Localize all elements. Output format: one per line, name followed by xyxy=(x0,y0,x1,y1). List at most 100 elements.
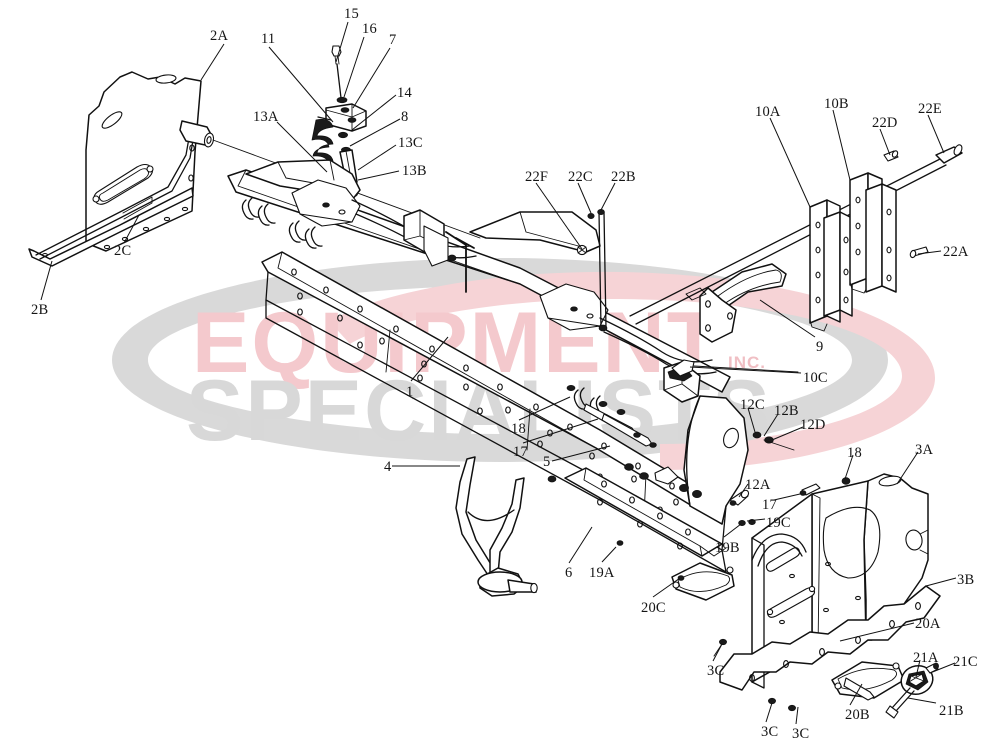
callout-label-1[interactable]: 1 xyxy=(406,384,414,400)
leader-line-18 xyxy=(518,396,571,421)
callout-label-16[interactable]: 16 xyxy=(362,21,377,37)
part-2a-left-end-plate xyxy=(28,71,202,267)
leader-line-2B xyxy=(40,260,53,301)
leader-line-11 xyxy=(268,46,334,123)
callout-label-3A[interactable]: 3A xyxy=(915,442,934,458)
leader-line-22D xyxy=(879,128,891,156)
leader-line-10C xyxy=(689,366,802,374)
callout-label-9[interactable]: 9 xyxy=(816,339,824,355)
callout-label-3Cb[interactable]: 3C xyxy=(761,724,779,740)
callout-label-4[interactable]: 4 xyxy=(384,459,392,475)
callout-label-20B[interactable]: 20B xyxy=(845,707,870,723)
callout-label-21A[interactable]: 21A xyxy=(913,650,939,666)
callout-label-5[interactable]: 5 xyxy=(543,454,551,470)
callout-label-22A[interactable]: 22A xyxy=(943,244,969,260)
leader-line-13C xyxy=(357,144,397,171)
callout-label-13C[interactable]: 13C xyxy=(398,135,423,151)
leader-line-20B xyxy=(849,683,863,706)
leader-line-5 xyxy=(551,445,611,462)
leader-line-2C xyxy=(123,214,140,244)
callout-label-7[interactable]: 7 xyxy=(389,32,397,48)
callout-label-18[interactable]: 18 xyxy=(511,421,526,437)
part-20-shoe-plate-left xyxy=(671,562,735,601)
callout-label-11[interactable]: 11 xyxy=(261,31,276,47)
part-2a-main-slot xyxy=(92,163,154,205)
callout-label-21C[interactable]: 21C xyxy=(953,654,978,670)
callout-label-19C[interactable]: 19C xyxy=(766,515,791,531)
leader-line-3Cc xyxy=(795,706,799,725)
leader-line-10A xyxy=(769,117,811,208)
leader-line-21A xyxy=(915,659,921,678)
leader-line-17b xyxy=(773,493,801,501)
callout-label-17[interactable]: 17 xyxy=(513,444,528,460)
callout-label-3Cc[interactable]: 3C xyxy=(792,726,810,742)
leader-line-14 xyxy=(351,94,397,131)
leader-line-13A xyxy=(276,121,328,173)
callout-label-10A[interactable]: 10A xyxy=(755,104,781,120)
part-21-crank-assembly xyxy=(885,662,939,719)
callout-label-20C[interactable]: 20C xyxy=(641,600,666,616)
callout-label-10B[interactable]: 10B xyxy=(824,96,849,112)
callout-label-22D[interactable]: 22D xyxy=(872,115,898,131)
callout-label-12D[interactable]: 12D xyxy=(800,417,826,433)
leader-line-19B xyxy=(723,523,742,538)
callout-label-12B[interactable]: 12B xyxy=(774,403,799,419)
callout-label-21B[interactable]: 21B xyxy=(939,703,964,719)
leader-line-12C xyxy=(747,407,756,433)
part-18-bolt-right xyxy=(841,477,851,485)
callout-label-18b[interactable]: 18 xyxy=(847,445,862,461)
leader-line-20A xyxy=(839,622,915,642)
part-pivot-tube-left xyxy=(179,120,215,148)
leader-line-3B xyxy=(925,577,957,587)
callout-label-19B[interactable]: 19B xyxy=(715,540,740,556)
callout-label-6[interactable]: 6 xyxy=(565,565,573,581)
leader-line-16 xyxy=(343,36,365,98)
part-10b-push-plate-inner xyxy=(865,183,897,293)
part-6-cutting-edge xyxy=(564,467,727,557)
leader-line-18b xyxy=(844,454,854,480)
part-22-upright-post xyxy=(576,209,608,332)
callout-label-13A[interactable]: 13A xyxy=(253,109,279,125)
callout-label-22C[interactable]: 22C xyxy=(568,169,593,185)
callout-label-19A[interactable]: 19A xyxy=(589,565,615,581)
leader-line-20C xyxy=(652,577,681,598)
callout-label-17b[interactable]: 17 xyxy=(762,497,777,513)
callout-label-2C[interactable]: 2C xyxy=(114,243,132,259)
line-art-group xyxy=(28,45,963,719)
part-4-jack-stand xyxy=(455,456,538,597)
callout-label-3C[interactable]: 3C xyxy=(707,663,725,679)
leader-line-17 xyxy=(522,418,599,444)
leader-line-21C xyxy=(929,662,956,674)
leader-line-8 xyxy=(349,118,401,147)
part-10a-push-plate-inner xyxy=(823,211,853,317)
callout-label-14[interactable]: 14 xyxy=(397,85,412,101)
leader-line-9 xyxy=(759,299,816,338)
callout-label-12A[interactable]: 12A xyxy=(745,477,771,493)
callout-label-22F[interactable]: 22F xyxy=(525,169,549,185)
callout-label-12C[interactable]: 12C xyxy=(740,397,765,413)
leader-line-3C xyxy=(712,643,723,662)
callout-label-3B[interactable]: 3B xyxy=(957,572,975,588)
leader-line-3A xyxy=(896,451,919,485)
callout-label-8[interactable]: 8 xyxy=(401,109,409,125)
leader-line-22E xyxy=(927,114,945,154)
callout-label-20A[interactable]: 20A xyxy=(915,616,941,632)
leader-line-1 xyxy=(410,336,449,382)
callout-label-2A[interactable]: 2A xyxy=(210,28,229,44)
leader-line-12B xyxy=(763,413,779,437)
leader-line-22C xyxy=(577,182,592,214)
callout-label-15[interactable]: 15 xyxy=(344,6,359,22)
part-1-moldboard-assembly xyxy=(227,159,749,573)
leader-line-19A xyxy=(601,546,617,563)
leader-line-22B xyxy=(600,182,616,211)
callout-label-2B[interactable]: 2B xyxy=(31,302,49,318)
leader-line-13B xyxy=(357,170,400,181)
callout-label-22B[interactable]: 22B xyxy=(611,169,636,185)
watermark-suffix: INC. xyxy=(728,353,766,372)
callout-label-13B[interactable]: 13B xyxy=(402,163,427,179)
callout-label-10C[interactable]: 10C xyxy=(803,370,828,386)
part-3a-right-end-plate xyxy=(713,473,941,712)
leader-line-22A xyxy=(917,250,942,255)
callout-label-22E[interactable]: 22E xyxy=(918,101,942,117)
